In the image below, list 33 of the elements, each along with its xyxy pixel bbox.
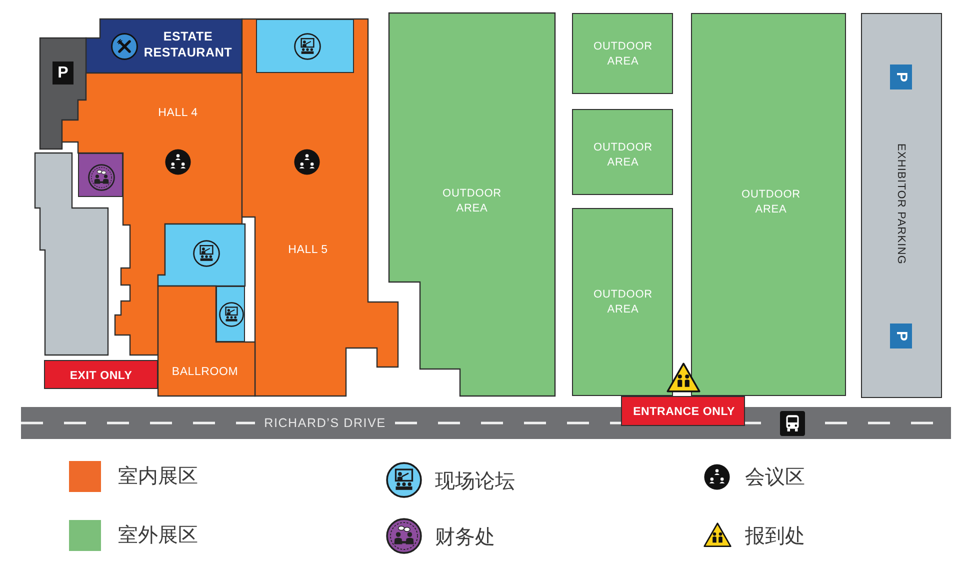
outdoor-zone — [572, 109, 673, 195]
outdoor-zone — [572, 13, 673, 94]
entrance-banner — [621, 396, 745, 426]
legend-label: 财务处 — [435, 524, 495, 550]
zone-label: OUTDOOR AREA — [442, 186, 502, 217]
parking-sign: P — [890, 64, 912, 90]
banner-label: ENTRANCE ONLY — [633, 406, 735, 418]
outdoor-zone — [691, 13, 846, 396]
hall-label: BALLROOM — [172, 366, 238, 378]
forum-room — [256, 19, 354, 73]
parking-lot — [861, 13, 942, 398]
legend-label: 室外展区 — [118, 522, 198, 548]
parking-sign: P — [52, 62, 74, 84]
zone-label: OUTDOOR AREA — [741, 188, 801, 218]
zone-label: OUTDOOR AREA — [593, 140, 653, 171]
forum-room — [216, 286, 245, 342]
legend-label: 报到处 — [745, 522, 805, 550]
parking-sign: P — [890, 324, 912, 348]
hall-label: HALL 4 — [158, 107, 198, 119]
legend-label: 室内展区 — [118, 462, 198, 490]
legend-label: 现场论坛 — [435, 468, 515, 494]
outdoor-zone — [572, 208, 673, 396]
zone-label: OUTDOOR AREA — [593, 40, 653, 70]
office-room — [78, 153, 123, 197]
road — [21, 407, 951, 439]
zone-label: OUTDOOR AREA — [593, 288, 653, 318]
parking-label: EXHIBITOR PARKING — [895, 143, 907, 265]
exit-banner — [44, 360, 158, 389]
area-label: ESTATE RESTAURANT — [144, 29, 232, 61]
road-name: RICHARD’S DRIVE — [264, 416, 386, 430]
banner-label: EXIT ONLY — [70, 370, 132, 382]
hall-label: HALL 5 — [288, 244, 328, 256]
legend-label: 会议区 — [745, 464, 805, 490]
